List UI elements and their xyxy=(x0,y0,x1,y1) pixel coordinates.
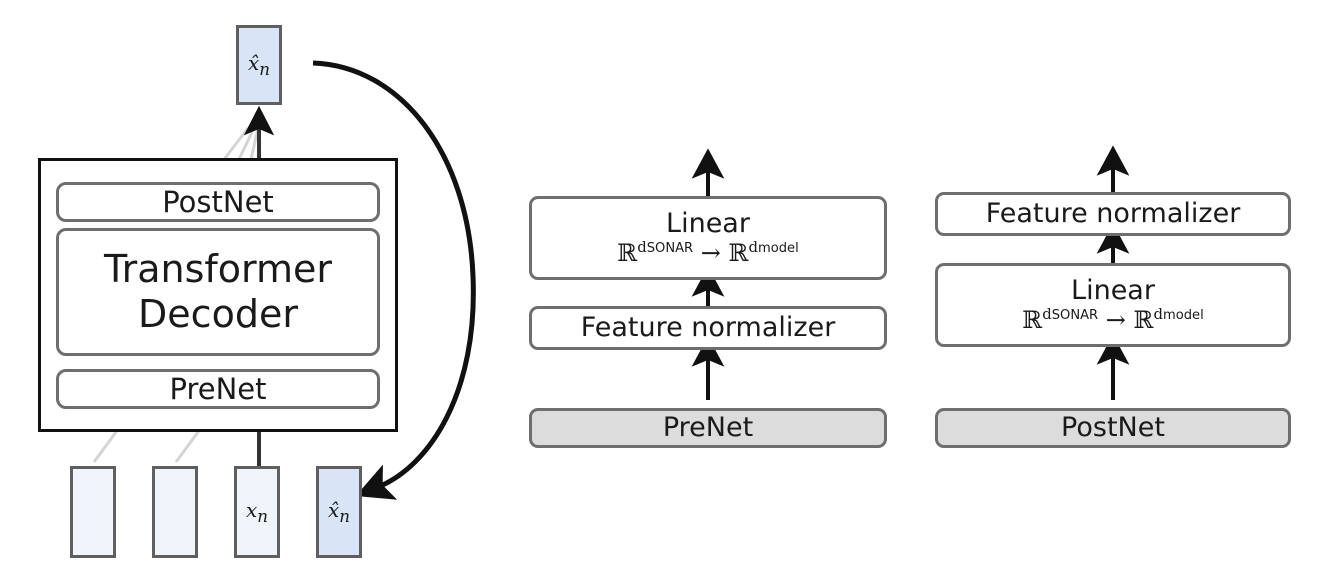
prenet-linear-codomain-sub: model xyxy=(758,241,799,257)
prenet-linear-codomain-symbol: ℝ xyxy=(728,239,749,268)
prenet-linear-domain-exp: d xyxy=(637,238,647,257)
postnet-linear-domain-sub: SONAR xyxy=(1051,308,1099,324)
prenet-linear-title: Linear xyxy=(666,207,750,239)
prenet-linear-mapping: ℝdSONAR → ℝdmodel xyxy=(617,239,799,267)
postnet-linear-codomain-sub: model xyxy=(1163,308,1204,324)
prenet-module-label-block: PreNet xyxy=(529,408,887,448)
decoder-postnet-block[interactable]: PostNet xyxy=(56,182,380,222)
postnet-linear-title: Linear xyxy=(1071,274,1155,306)
input-token-x-subscript: n xyxy=(257,507,268,526)
prenet-linear-codomain-exp: d xyxy=(748,238,759,257)
prenet-linear-block[interactable]: Linear ℝdSONAR → ℝdmodel xyxy=(529,196,887,280)
postnet-linear-domain-exp: d xyxy=(1042,305,1052,324)
transformer-label-line1: Transformer xyxy=(103,247,333,292)
input-token-xhat-symbol: x̂ xyxy=(327,498,340,522)
postnet-module-label: PostNet xyxy=(1061,411,1165,443)
prenet-module-label: PreNet xyxy=(662,411,754,443)
output-token-subscript: n xyxy=(259,60,270,79)
decoder-prenet-label: PreNet xyxy=(169,372,267,406)
postnet-linear-block[interactable]: Linear ℝdSONAR → ℝdmodel xyxy=(935,263,1291,347)
input-token-xhat-subscript: n xyxy=(339,507,350,526)
prenet-linear-domain-symbol: ℝ xyxy=(617,239,638,268)
input-token-x: xn xyxy=(234,466,280,558)
postnet-feature-normalizer-title: Feature normalizer xyxy=(985,197,1241,229)
input-token-empty-2 xyxy=(152,466,198,558)
output-token-xhat: x̂n xyxy=(236,25,282,105)
autoregressive-feedback-arrow xyxy=(312,60,476,500)
output-token-symbol: x̂ xyxy=(247,51,260,75)
postnet-module-label-block: PostNet xyxy=(935,408,1291,448)
decoder-prenet-block[interactable]: PreNet xyxy=(56,369,380,409)
postnet-linear-arrow-glyph: → xyxy=(1105,306,1126,335)
input-token-empty-1 xyxy=(70,466,116,558)
postnet-linear-codomain-exp: d xyxy=(1153,305,1164,324)
decoder-postnet-label: PostNet xyxy=(162,185,274,219)
input-token-xhat: x̂n xyxy=(316,466,362,558)
postnet-linear-codomain-symbol: ℝ xyxy=(1133,306,1154,335)
postnet-linear-domain-symbol: ℝ xyxy=(1022,306,1043,335)
input-token-x-symbol: x xyxy=(245,498,258,522)
prenet-feature-normalizer-title: Feature normalizer xyxy=(580,311,836,343)
transformer-decoder-block[interactable]: Transformer Decoder xyxy=(56,228,380,356)
prenet-feature-normalizer-block[interactable]: Feature normalizer xyxy=(529,306,887,350)
postnet-feature-normalizer-block[interactable]: Feature normalizer xyxy=(935,192,1291,236)
prenet-linear-arrow-glyph: → xyxy=(700,239,721,268)
prenet-linear-domain-sub: SONAR xyxy=(646,241,694,257)
transformer-label-line2: Decoder xyxy=(138,292,298,336)
postnet-linear-mapping: ℝdSONAR → ℝdmodel xyxy=(1022,306,1204,334)
